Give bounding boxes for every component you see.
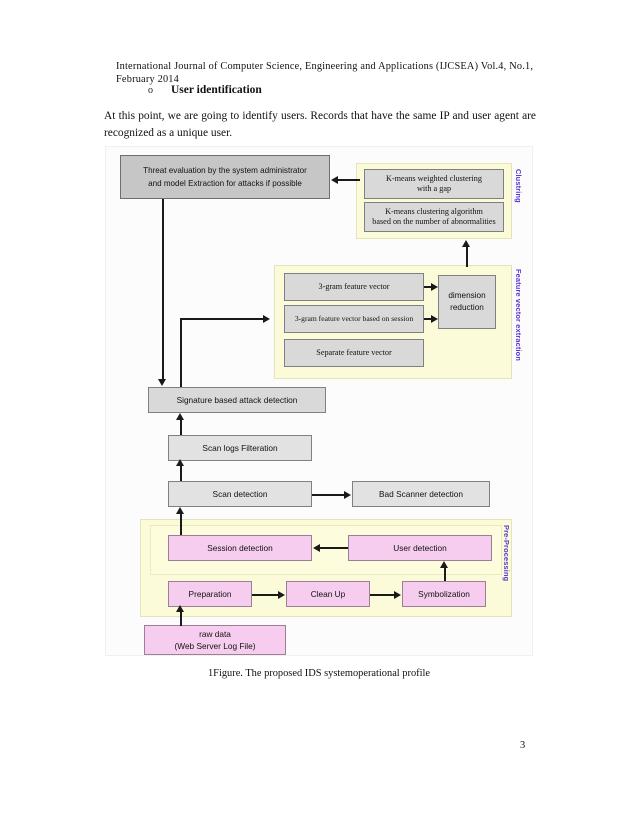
arrowhead-preparation-to-cleanup (278, 590, 285, 599)
arrowhead-scan-to-badscanner (344, 490, 351, 499)
node-scan-detection-label: Scan detection (212, 489, 268, 499)
connector-preparation-to-cleanup (252, 594, 278, 596)
connector-scandetect-to-scanlogs (180, 466, 182, 481)
node-kmeans-weighted-clustering: K-means weighted clustering with a gap (364, 169, 504, 199)
connector-scanlogs-to-signature (180, 420, 182, 435)
node-signature-based-attack-detection: Signature based attack detection (148, 387, 326, 413)
connector-signature-up (180, 318, 182, 387)
arrowhead-session-to-dimension (431, 314, 438, 323)
node-symbolization-label: Symbolization (418, 589, 470, 599)
node-symbolization: Symbolization (402, 581, 486, 607)
node-kmeans-abnormalities-line2: based on the number of abnormalities (372, 217, 496, 226)
arrowhead-signature-to-feature (263, 315, 270, 324)
clustering-side-label: Clustring (514, 169, 523, 203)
node-dimension-line2: reduction (450, 303, 484, 312)
arrowhead-user-to-session (313, 543, 320, 552)
connector-user-to-session (320, 547, 348, 549)
connector-cleanup-to-symbolization (370, 594, 394, 596)
node-kmeans-abnormalities: K-means clustering algorithm based on th… (364, 202, 504, 232)
node-user-detection: User detection (348, 535, 492, 561)
arrowhead-clustering-to-threat (331, 175, 338, 184)
connector-session-to-dimension (424, 318, 432, 320)
figure-caption: 1Figure. The proposed IDS systemoperatio… (207, 668, 430, 679)
connector-rawdata-to-preparation (180, 612, 182, 626)
node-3gram-session-label: 3-gram feature vector based on session (294, 313, 414, 323)
node-3gram-feature-vector-label: 3-gram feature vector (318, 281, 390, 291)
node-dimension-reduction: dimension reduction (438, 275, 496, 329)
arrowhead-feature-to-clustering (462, 240, 471, 247)
node-threat-evaluation-line1: Threat evaluation by the system administ… (143, 166, 307, 175)
arrowhead-session-to-scandetect (176, 507, 185, 514)
connector-symbolization-to-user (444, 568, 446, 581)
arrowhead-symbolization-to-user (440, 561, 449, 568)
node-bad-scanner-detection: Bad Scanner detection (352, 481, 490, 507)
preprocessing-side-label: Pre-Processing (502, 525, 511, 582)
ids-flow-diagram: Clustring K-means weighted clustering wi… (106, 147, 532, 655)
node-3gram-feature-vector-session: 3-gram feature vector based on session (284, 305, 424, 333)
connector-scan-to-badscanner (312, 494, 345, 496)
node-scan-logs-label: Scan logs Filteration (202, 443, 278, 453)
node-bad-scanner-label: Bad Scanner detection (379, 489, 463, 499)
node-raw-data: raw data (Web Server Log File) (144, 625, 286, 655)
node-separate-feature-vector-label: Separate feature vector (316, 347, 392, 357)
node-kmeans-weighted-line2: with a gap (416, 184, 452, 193)
node-scan-detection: Scan detection (168, 481, 312, 507)
node-scan-logs-filteration: Scan logs Filteration (168, 435, 312, 461)
bullet-marker: o (148, 85, 153, 96)
page-number: 3 (520, 740, 526, 751)
node-kmeans-abnormalities-line1: K-means clustering algorithm (385, 206, 483, 216)
connector-signature-right (180, 318, 264, 320)
connector-3gram-to-dimension (424, 286, 432, 288)
node-dimension-line1: dimension (448, 291, 486, 300)
arrowhead-cleanup-to-symbolization (394, 590, 401, 599)
feature-vector-side-label: Feature vector extraction (514, 269, 523, 362)
node-preparation-label: Preparation (188, 589, 232, 599)
connector-threat-to-signature (162, 199, 164, 380)
connector-clustering-to-threat (338, 179, 360, 181)
node-raw-data-line2: (Web Server Log File) (174, 641, 256, 651)
arrowhead-scandetect-to-scanlogs (176, 459, 185, 466)
node-separate-feature-vector: Separate feature vector (284, 339, 424, 367)
node-session-detection: Session detection (168, 535, 312, 561)
running-head: International Journal of Computer Scienc… (116, 61, 534, 85)
node-clean-up: Clean Up (286, 581, 370, 607)
node-threat-evaluation-line2: and model Extraction for attacks if poss… (148, 179, 302, 188)
connector-session-to-scandetect (180, 514, 182, 535)
arrowhead-rawdata-to-preparation (176, 605, 185, 612)
node-threat-evaluation: Threat evaluation by the system administ… (120, 155, 330, 199)
arrowhead-threat-to-signature (158, 379, 167, 386)
node-raw-data-line1: raw data (199, 629, 231, 639)
node-preparation: Preparation (168, 581, 252, 607)
node-clean-up-label: Clean Up (310, 589, 346, 599)
section-heading: o User identification (148, 84, 262, 96)
node-session-detection-label: Session detection (207, 543, 273, 553)
body-paragraph: At this point, we are going to identify … (104, 110, 536, 139)
arrowhead-3gram-to-dimension (431, 282, 438, 291)
node-signature-label: Signature based attack detection (176, 395, 298, 405)
figure-container: Clustring K-means weighted clustering wi… (105, 146, 533, 656)
arrowhead-scanlogs-to-signature (176, 413, 185, 420)
connector-feature-to-clustering (466, 247, 468, 267)
node-user-detection-label: User detection (393, 543, 447, 553)
section-heading-text: User identification (171, 84, 262, 96)
node-kmeans-weighted-line1: K-means weighted clustering (386, 173, 482, 183)
node-3gram-feature-vector: 3-gram feature vector (284, 273, 424, 301)
